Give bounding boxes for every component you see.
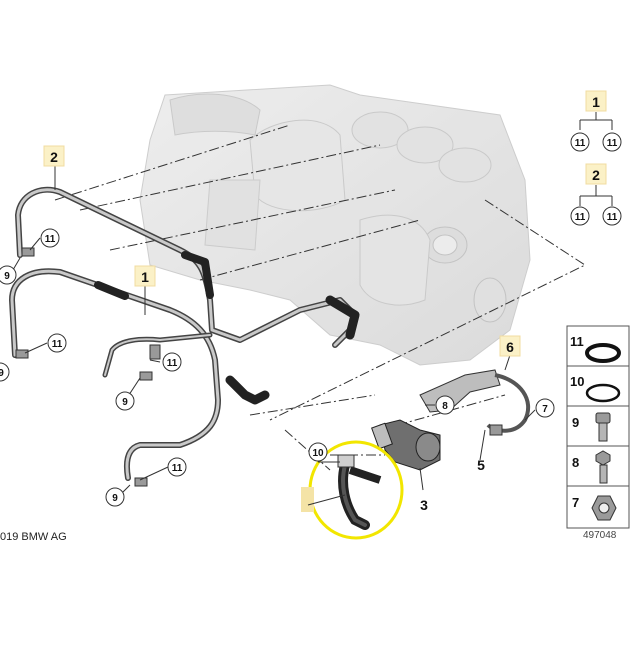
callout-number: 3 [420,497,428,513]
water-pump [371,419,441,471]
callout-screw-c: 9 [115,391,135,411]
callout-clip-d: 11 [167,457,187,477]
callout-seal-small: 10 [308,442,328,462]
legend-number: 7 [572,495,579,510]
cap-screw-icon [595,412,611,442]
callout-number: 11 [45,234,56,245]
callout-clip-a: 11 [40,228,60,248]
tree-parent: 2 [592,167,600,183]
leader-lines [54,124,587,471]
callout-number: 5 [477,457,485,473]
hose-fitting-icon [337,454,355,468]
tree-1: 1 11 11 [570,90,622,152]
callout-number: 1 [141,269,149,285]
callout-screw-b: 9 [0,362,10,382]
coolant-pipe-upper [15,186,360,348]
tree-2: 2 11 11 [570,163,622,226]
callout-clamp: 5 [477,457,485,473]
legend-number: 10 [570,374,584,389]
o-ring-thick-icon [585,343,621,363]
legend-row-8: 8 [572,450,611,484]
o-ring-thin-icon [585,383,621,403]
callout-bolt: 8 [435,395,455,415]
legend-number: 11 [570,334,584,349]
pipe-clip-icon [149,344,161,360]
hex-nut-icon [591,495,617,521]
callout-bracket: 6 [499,335,521,357]
pipe-clip-icon [134,477,148,487]
callout-nut: 7 [535,398,555,418]
pipe-clip-icon [139,371,153,381]
callout-number: 8 [442,401,448,412]
callout-number: 9 [112,493,118,504]
callout-clip-c: 11 [162,352,182,372]
copyright-text: 019 BMW AG [0,531,67,543]
legend-row-11: 11 [570,334,621,363]
callout-leaders [9,165,536,498]
callout-number: 11 [172,463,183,474]
callout-hose: 3 [420,497,428,513]
callout-number: 2 [50,149,58,165]
legend-row-7: 7 [572,495,617,521]
diagram-number: 497048 [583,530,617,541]
callouts: 2 1 6 3 5 10 11 11 11 [0,145,555,513]
callout-number: 9 [0,368,4,379]
callout-screw-a: 9 [0,265,17,285]
tree-child: 11 [607,138,618,149]
bracket [419,369,501,413]
callout-pipe-top: 2 [43,145,65,167]
legend-row-9: 9 [572,412,611,442]
callout-number: 7 [542,404,548,415]
tree-child: 11 [575,212,586,223]
callout-number: 6 [506,339,514,355]
parts-legend: 11 10 9 8 7 [566,325,630,529]
callout-screw-d: 9 [105,487,125,507]
callout-number: 11 [52,339,63,350]
legend-number: 8 [572,455,579,470]
legend-row-10: 10 [570,374,621,403]
tree-parent: 1 [592,94,600,110]
callout-number: 9 [122,397,128,408]
callout-number: 11 [167,358,178,369]
callout-clip-b: 11 [47,333,67,353]
tree-child: 11 [575,138,586,149]
pipe-clips [15,247,161,487]
highlight-tag [301,487,314,512]
pipe-clip-icon [15,349,29,359]
callout-number: 10 [312,448,324,459]
coolant-hose-assembly [337,454,382,530]
tree-child: 11 [607,212,618,223]
legend-number: 9 [572,415,579,430]
coolant-pipe-lower [9,268,270,481]
pipe-clip-icon [21,247,35,257]
assembly-tree: 1 11 11 2 11 11 [570,90,622,226]
engine-block [139,84,531,366]
hex-bolt-icon [595,450,611,484]
callout-number: 9 [4,271,10,282]
callout-pipe-lower: 1 [134,265,156,287]
